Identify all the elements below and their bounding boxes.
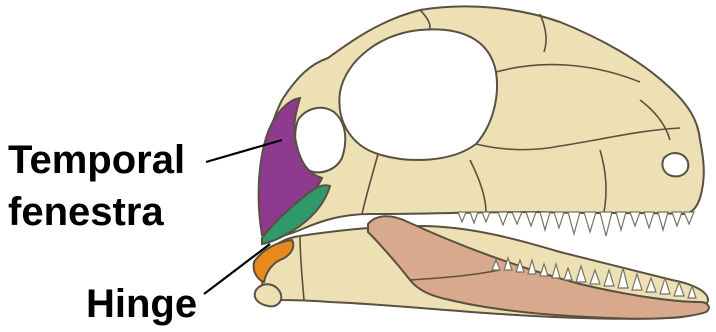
articular-process bbox=[255, 284, 282, 306]
hinge-label: Hinge bbox=[86, 282, 197, 326]
temporal-fenestra-label-line1: Temporal bbox=[8, 138, 185, 182]
temporal-fenestra-label-line2: fenestra bbox=[8, 190, 164, 234]
upper-teeth bbox=[458, 212, 694, 236]
nostril bbox=[662, 153, 688, 176]
